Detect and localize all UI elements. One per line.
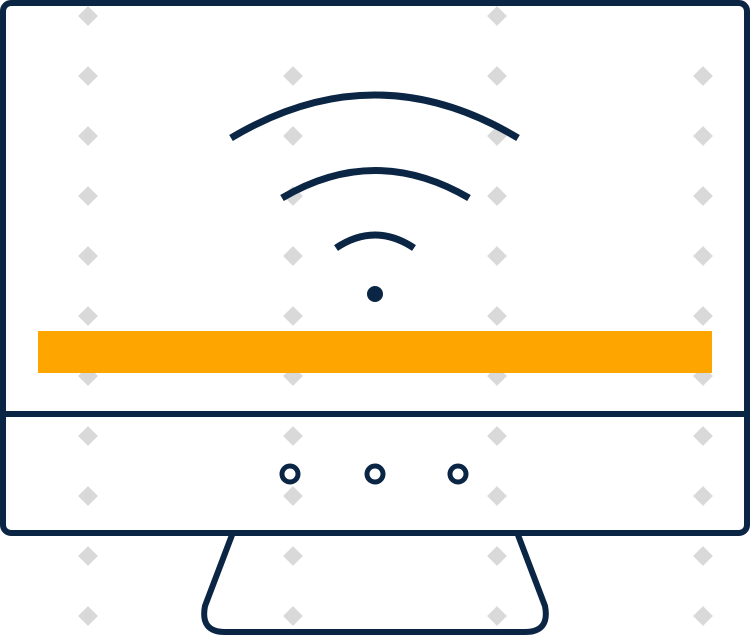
- watermark-diamond: [487, 246, 507, 266]
- watermark-diamond: [693, 306, 713, 326]
- wifi-icon: [229, 91, 520, 302]
- watermark-diamond: [78, 126, 98, 146]
- watermark-diamond: [283, 426, 303, 446]
- watermark-diamond: [487, 486, 507, 506]
- watermark-diamond: [487, 306, 507, 326]
- monitor-button-right: [447, 463, 469, 485]
- watermark-diamond: [283, 246, 303, 266]
- watermark-diamond: [283, 546, 303, 566]
- monitor-button-left: [279, 463, 301, 485]
- wifi-arc-large: [229, 91, 520, 142]
- watermark-diamond: [283, 306, 303, 326]
- wifi-arc-medium: [280, 167, 471, 202]
- watermark-diamond: [693, 246, 713, 266]
- watermark-diamond: [693, 606, 713, 626]
- watermark-diamond: [693, 186, 713, 206]
- watermark-diamond: [693, 546, 713, 566]
- wifi-arc-small: [334, 231, 416, 251]
- watermark-diamond: [283, 486, 303, 506]
- watermark-diamond: [487, 66, 507, 86]
- watermark-diamond: [693, 486, 713, 506]
- wifi-dot: [367, 286, 383, 302]
- watermark-diamond: [487, 546, 507, 566]
- watermark-diamond: [78, 606, 98, 626]
- watermark-diamond: [78, 426, 98, 446]
- watermark-diamond: [487, 426, 507, 446]
- watermark-diamond: [283, 126, 303, 146]
- watermark-diamond: [487, 186, 507, 206]
- monitor-button-center: [364, 463, 386, 485]
- watermark-diamond: [283, 66, 303, 86]
- watermark-diamond: [693, 66, 713, 86]
- monitor-stand: [201, 533, 549, 635]
- accent-bar: [38, 331, 712, 373]
- watermark-diamond: [78, 306, 98, 326]
- watermark-diamond: [487, 6, 507, 26]
- watermark-diamond: [78, 546, 98, 566]
- watermark-diamond: [693, 426, 713, 446]
- watermark-diamond: [78, 186, 98, 206]
- watermark-diamond: [78, 486, 98, 506]
- watermark-diamond: [78, 66, 98, 86]
- watermark-diamond: [78, 246, 98, 266]
- watermark-diamond: [693, 126, 713, 146]
- monitor-frame: [0, 0, 750, 536]
- watermark-diamond: [78, 6, 98, 26]
- watermark-diamond: [283, 606, 303, 626]
- watermark-diamond: [487, 606, 507, 626]
